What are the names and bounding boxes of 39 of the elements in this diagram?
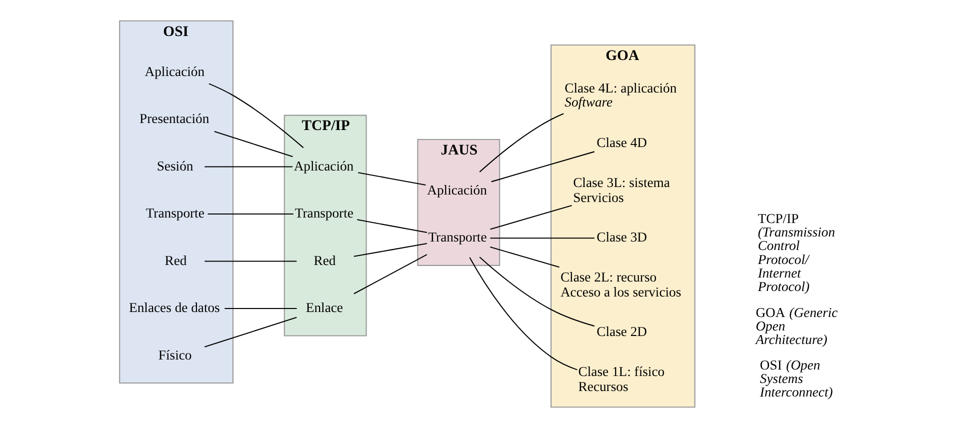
connector <box>469 257 578 370</box>
connector <box>354 243 428 257</box>
node-text: Clase 2L: recurso Acceso a los servicios <box>560 270 682 300</box>
node-text: Clase 3L: sistema Servicios <box>573 175 670 205</box>
node-text: Enlace <box>306 300 343 316</box>
label: TCP/IP (Transmission Control Protocol/ Internet Protocol) <box>758 210 836 294</box>
node-text: Red <box>314 252 336 268</box>
connector <box>214 130 293 158</box>
connector <box>357 219 428 234</box>
connector <box>204 316 297 348</box>
connector <box>208 83 304 148</box>
node-text: Sesión <box>156 158 194 174</box>
node-text: Presentación <box>140 111 210 126</box>
label: OSI (Open Systems Interconnect) <box>760 357 833 400</box>
connector <box>204 166 293 168</box>
node-text: Clase 1L: físico Recursos <box>578 364 665 394</box>
connector <box>490 238 594 239</box>
connector <box>490 205 572 230</box>
node-text: Transporte <box>428 230 487 245</box>
connector <box>204 260 297 262</box>
node-text: Clase 4D <box>596 135 648 150</box>
node-text: Clase 3D <box>596 230 648 245</box>
connector <box>208 213 294 215</box>
connector <box>491 151 594 182</box>
connector <box>224 308 297 309</box>
connector <box>479 256 595 327</box>
label: GOA (Generic Open Architecture) <box>756 304 838 348</box>
node-text: Enlaces de datos <box>129 300 220 316</box>
connector <box>358 172 426 186</box>
node-text: Aplicación <box>294 158 354 174</box>
node-text: Clase 4L: aplicación Software <box>564 80 677 110</box>
node-text: Físico <box>158 347 192 362</box>
node-text: Aplicación <box>144 64 205 79</box>
node-text: Clase 2D <box>596 324 648 340</box>
node-text: Transporte <box>146 206 204 221</box>
connector <box>354 254 428 294</box>
node-text: Aplicación <box>427 182 487 198</box>
node-text: Red <box>164 252 187 268</box>
node-text: Transporte <box>294 206 354 221</box>
